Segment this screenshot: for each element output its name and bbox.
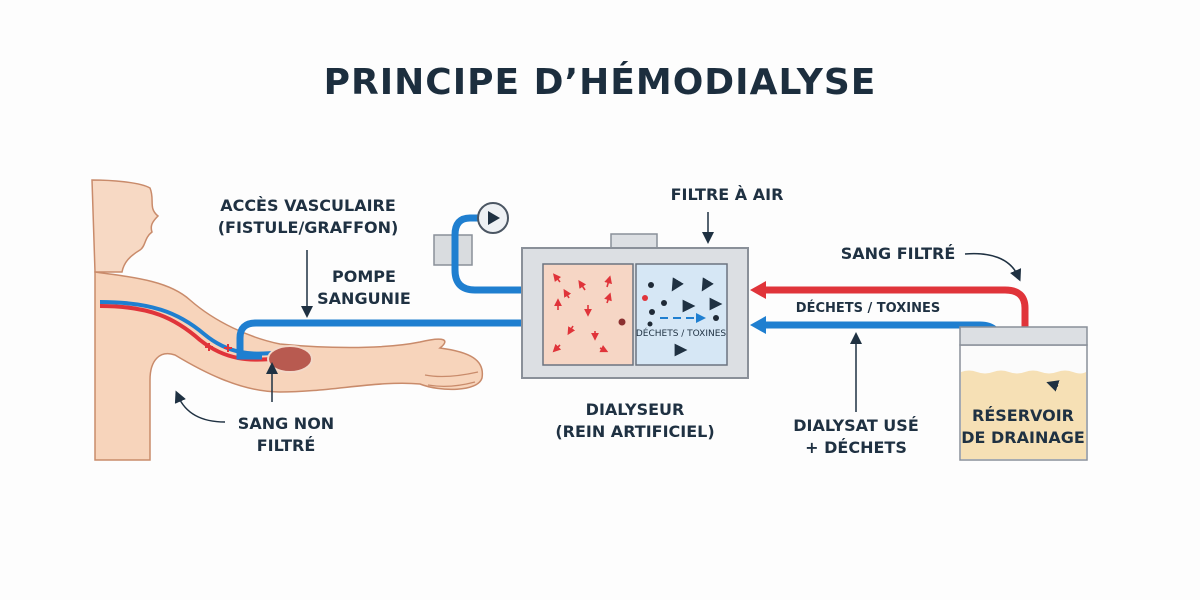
unfiltered-label-line2: FILTRÉ (256, 435, 316, 455)
air-filter-label: FILTRE À AIR (670, 185, 784, 204)
vascular-access-label-line1: ACCÈS VASCULAIRE (220, 196, 396, 215)
pump-icon (477, 202, 509, 234)
reservoir-label-line1: RÉSERVOIR (972, 406, 1074, 425)
vascular-access-label: ACCÈS VASCULAIRE (FISTULE/GRAFFON) (218, 195, 399, 238)
drainage-reservoir (959, 326, 1088, 461)
used-dialysate-label-line2: + DÉCHETS (805, 437, 907, 457)
filtered-blood-line (762, 286, 1029, 392)
blood-line-tube (236, 319, 522, 360)
pump-label: POMPE SANGUNIE (317, 266, 411, 309)
dialyzer-label: DIALYSEUR (REIN ARTIFICIEL) (555, 399, 714, 442)
reservoir-label-line2: DE DRAINAGE (961, 427, 1085, 447)
waste-toxins-label: DÉCHETS / TOXINES (795, 301, 941, 316)
dialysate-arrowhead (750, 316, 766, 334)
page-title: PRINCIPE D’HÉMODIALYSE (323, 62, 877, 103)
used-dialysate-label: DIALYSAT USÉ + DÉCHETS (793, 415, 919, 458)
filtered-blood-arrowhead (750, 281, 766, 299)
used-dialysate-label-line1: DIALYSAT USÉ (793, 416, 919, 435)
blood-flow-marks (205, 343, 232, 352)
pump-tube (451, 214, 522, 294)
pump-label-line1: POMPE (332, 267, 396, 286)
dialyzer-label-line2: (REIN ARTIFICIEL) (555, 421, 715, 441)
pump-label-line2: SANGUNIE (317, 288, 411, 308)
fistula (267, 345, 313, 373)
dialyzer-label-line1: DIALYSEUR (585, 400, 685, 419)
unfiltered-blood-pointer (174, 390, 226, 423)
inner-waste-toxins-label: DÉCHETS / TOXINES (635, 329, 727, 339)
filtered-blood-label: SANG FILTRÉ (840, 244, 956, 263)
unfiltered-label-line1: SANG NON (237, 414, 335, 433)
filtered-blood-pointer (964, 252, 1022, 282)
reservoir-label: RÉSERVOIR DE DRAINAGE (961, 405, 1085, 448)
dialyzer (521, 233, 749, 379)
vascular-access-label-line2: (FISTULE/GRAFFON) (217, 217, 399, 237)
artery-line (99, 304, 281, 362)
unfiltered-blood-label: SANG NON FILTRÉ (238, 413, 334, 456)
